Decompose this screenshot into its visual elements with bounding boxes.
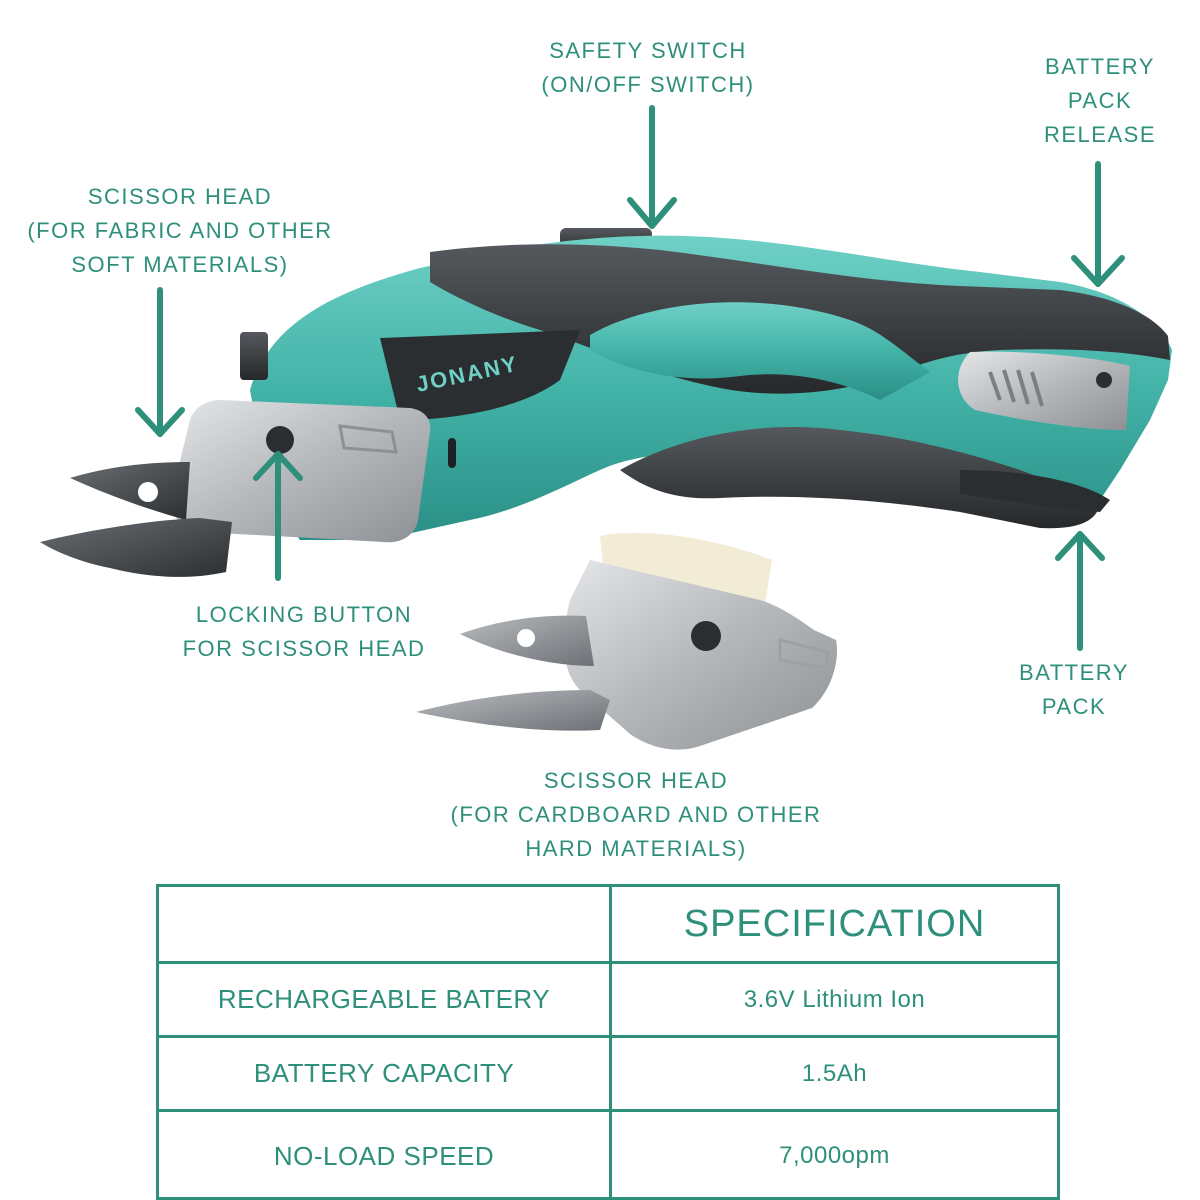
blade-lower — [40, 518, 232, 577]
label-safety-switch: SAFETY SWITCH (ON/OFF SWITCH) — [541, 38, 755, 97]
label-locking-button: LOCKING BUTTON FOR SCISSOR HEAD — [182, 602, 426, 661]
row-value-capacity: 1.5Ah — [609, 1038, 1057, 1109]
table-row: NO-LOAD SPEED 7,000opm — [159, 1109, 1057, 1200]
table-row: BATTERY CAPACITY 1.5Ah — [159, 1035, 1057, 1109]
locking-button — [266, 426, 294, 454]
spare-locking-button — [691, 621, 721, 651]
row-label-speed: NO-LOAD SPEED — [273, 1140, 495, 1171]
table-header-left — [159, 887, 609, 961]
label-scissor-head-hard: SCISSOR HEAD (FOR CARDBOARD AND OTHER HA… — [450, 768, 822, 861]
specification-table: SPECIFICATION RECHARGEABLE BATERY 3.6V L… — [156, 884, 1060, 1200]
label-battery-pack: BATTERY PACK — [1019, 660, 1129, 719]
product-illustration: JONANY — [40, 105, 1172, 750]
table-header-row: SPECIFICATION — [159, 887, 1057, 961]
spare-scissor-head-hard — [416, 533, 837, 750]
row-label-capacity: BATTERY CAPACITY — [253, 1058, 515, 1088]
scissor-head-soft — [171, 400, 431, 543]
electric-scissors-tool: JONANY — [40, 228, 1172, 577]
row-label-battery: RECHARGEABLE BATERY — [217, 984, 551, 1014]
battery-release-button — [958, 351, 1130, 430]
row-value-speed: 7,000opm — [609, 1112, 1057, 1200]
label-battery-pack-release: BATTERY PACK RELEASE — [1044, 54, 1156, 147]
label-scissor-head-soft: SCISSOR HEAD (FOR FABRIC AND OTHER SOFT … — [27, 184, 333, 277]
blade-upper — [70, 462, 190, 520]
row-value-battery: 3.6V Lithium Ion — [609, 964, 1057, 1035]
table-row: RECHARGEABLE BATERY 3.6V Lithium Ion — [159, 961, 1057, 1035]
arrows — [135, 105, 1125, 651]
table-header-specification: SPECIFICATION — [609, 887, 1057, 961]
